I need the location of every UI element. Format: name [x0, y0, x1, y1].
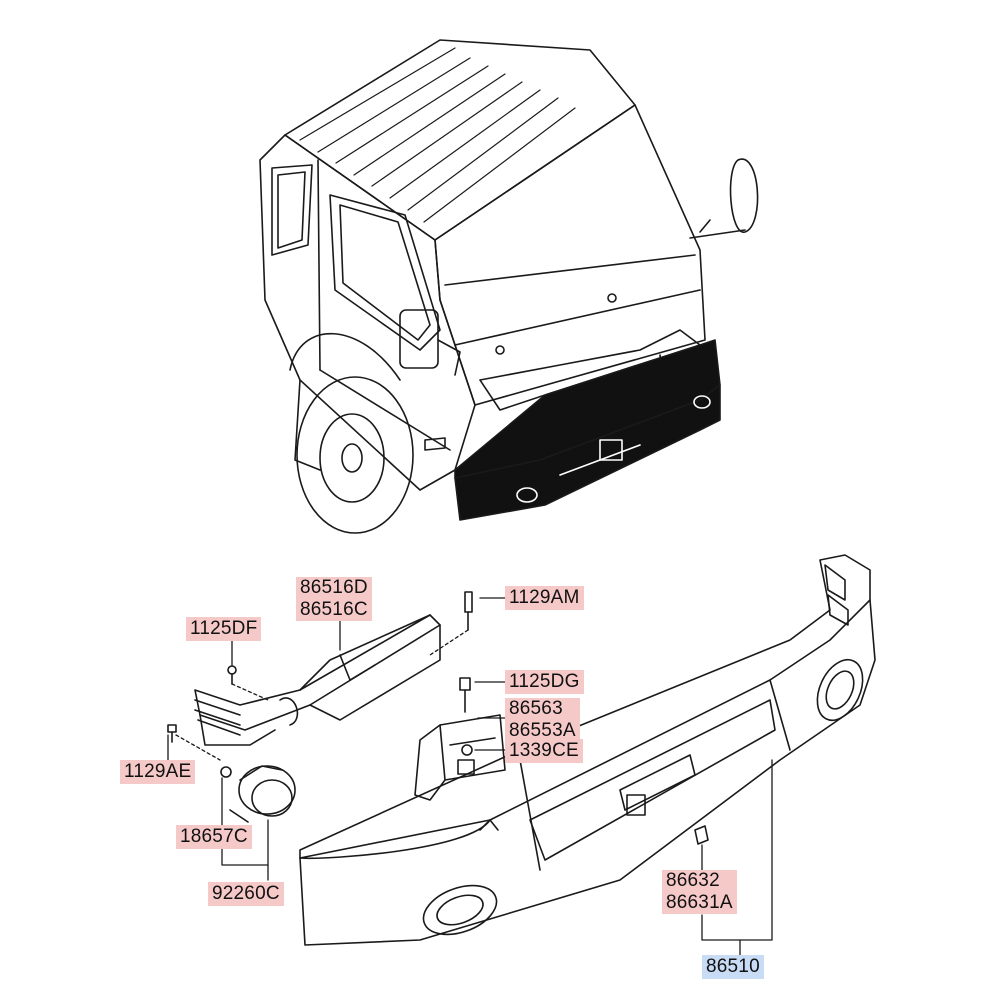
- cab-grille: [479, 329, 701, 411]
- bolt-1129AM: [464, 591, 473, 631]
- label-86510: 86510: [702, 955, 764, 979]
- label-1129AE: 1129AE: [120, 760, 196, 784]
- bracket-86563: [414, 714, 506, 801]
- label-86516C: 86516C: [300, 599, 368, 620]
- label-86631A: 86631A: [666, 892, 733, 913]
- cab-windshield-lower: [454, 289, 701, 346]
- label-1339CE: 1339CE: [505, 739, 583, 763]
- cab-door-window: [329, 194, 441, 351]
- label-92260C: 92260C: [208, 882, 284, 906]
- label-1125DG: 1125DG: [505, 670, 584, 694]
- truck-cab-illustration: [259, 39, 759, 534]
- label-1125DF: 1125DF: [186, 617, 262, 641]
- label-86632-86631A: 86632 86631A: [662, 870, 737, 914]
- nut-1339CE: [461, 744, 473, 756]
- label-86563: 86563: [509, 698, 563, 719]
- label-1129AM: 1129AM: [505, 586, 584, 610]
- bolt-1129AE: [167, 724, 177, 743]
- bolt-1125DG: [459, 677, 471, 713]
- label-86563-86553A: 86563 86553A: [505, 698, 580, 742]
- cab-rear-window: [271, 164, 313, 256]
- cab-side: [259, 134, 476, 491]
- right-mirror: [729, 158, 759, 233]
- label-86516: 86516D 86516C: [296, 577, 372, 621]
- label-86632: 86632: [666, 870, 720, 891]
- clip-86632: [694, 825, 709, 845]
- left-mirror: [399, 309, 439, 369]
- label-86553A: 86553A: [509, 720, 576, 741]
- leader-lines: [167, 597, 773, 956]
- roof-ribs: [299, 47, 576, 223]
- fog-lamp-92260C: [220, 765, 296, 823]
- bolt-1125DF: [227, 665, 237, 685]
- label-18657C: 18657C: [176, 825, 252, 849]
- bracket-86516: [194, 614, 441, 746]
- bumper-86510: [299, 554, 876, 946]
- front-wheel: [289, 332, 414, 534]
- label-86516D: 86516D: [300, 577, 368, 598]
